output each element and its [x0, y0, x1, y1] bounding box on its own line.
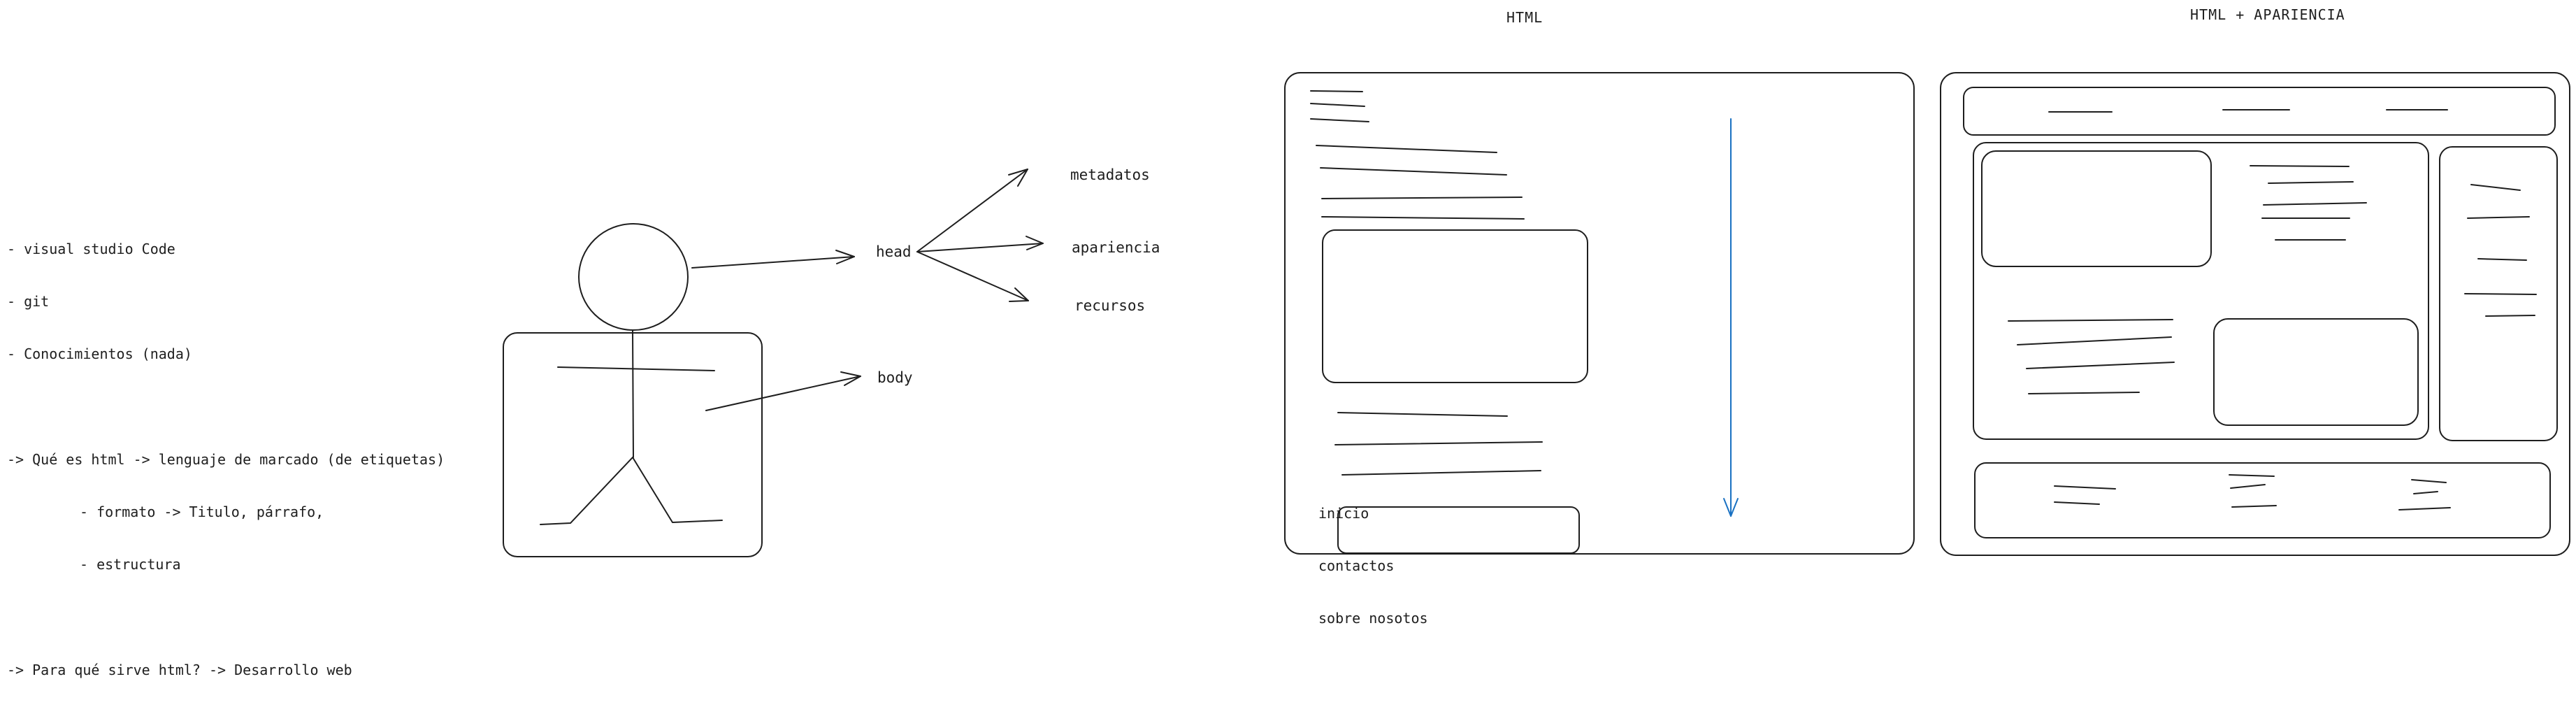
note-what-is-html: -> Qué es html -> lenguaje de marcado (d… [7, 451, 445, 468]
label-recursos: recursos [1074, 297, 1146, 314]
note-tool-vscode: - visual studio Code [7, 241, 175, 257]
styled-frame [1940, 72, 2570, 556]
styled-footer [1974, 462, 2551, 538]
note-structure: - estructura [80, 556, 181, 573]
styled-header [1963, 87, 2556, 136]
lesson-notes: - visual studio Code - git - Conocimient… [7, 206, 445, 714]
styled-sidebar [2439, 146, 2558, 441]
label-head: head [876, 243, 912, 260]
styled-wireframe [1940, 72, 2570, 556]
html-wireframe [1284, 72, 1915, 555]
person-figure [503, 223, 763, 557]
styled-main-image-2 [2213, 318, 2419, 426]
note-spacer [7, 398, 445, 416]
arrow-to-metadatos [916, 169, 1028, 252]
styled-main-image [1981, 150, 2212, 267]
note-tool-git: - git [7, 293, 50, 310]
label-apariencia: apariencia [1072, 239, 1160, 256]
html-wireframe-title: HTML [1506, 9, 1544, 26]
arrow-to-apariencia [916, 236, 1044, 252]
nav-item-inicio: inicio [1318, 505, 1369, 522]
note-format: - formato -> Titulo, párrafo, [80, 504, 324, 520]
styled-wireframe-title: HTML + APARIENCIA [2190, 6, 2345, 23]
note-spacer [7, 608, 445, 627]
nav-list: inicio contactos sobre nosotos [1318, 470, 1428, 662]
html-footer-block [1337, 506, 1580, 554]
note-what-for: -> Para qué sirve html? -> Desarrollo we… [7, 662, 352, 678]
label-body: body [877, 369, 913, 386]
arrow-to-body [705, 371, 861, 411]
arrow-to-head [691, 250, 855, 269]
figure-arms [557, 366, 715, 371]
note-knowledge: - Conocimientos (nada) [7, 345, 192, 362]
nav-item-sobre-nosotos: sobre nosotos [1318, 610, 1428, 627]
html-image-block [1322, 229, 1588, 383]
label-metadatos: metadatos [1070, 166, 1150, 183]
arrow-to-recursos [916, 251, 1029, 302]
html-frame [1284, 72, 1915, 555]
figure-head [578, 223, 689, 331]
figure-left-leg [540, 457, 633, 525]
styled-main [1973, 142, 2429, 440]
nav-item-contactos: contactos [1318, 557, 1395, 574]
figure-right-leg [632, 457, 723, 523]
scroll-arrow [1723, 118, 1739, 517]
